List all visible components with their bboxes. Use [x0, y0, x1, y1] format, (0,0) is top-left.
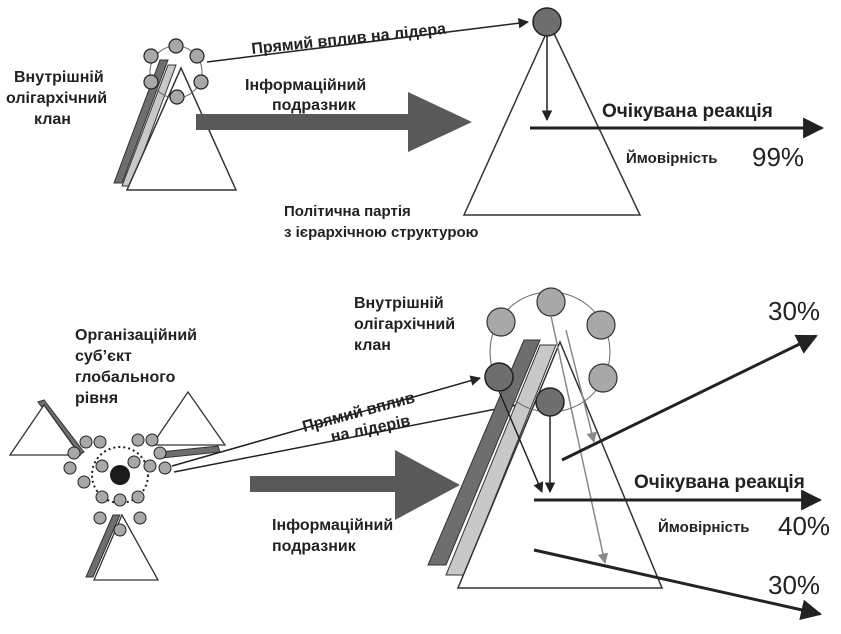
- global-node: [95, 459, 109, 473]
- global-left-triangle: [8, 403, 82, 456]
- top-probability-label: Ймовірність: [626, 149, 718, 167]
- bottom-clan-label-3: клан: [354, 337, 391, 354]
- global-subject-structure: [8, 390, 227, 581]
- top-diagram: Прямий вплив на лідера Інформаційний под…: [6, 7, 825, 241]
- global-bottom-band: [85, 514, 121, 578]
- top-clan-node: [143, 74, 159, 90]
- top-direct-influence-arrow: [206, 17, 530, 63]
- bottom-party-triangle: [456, 340, 664, 589]
- bottom-leader-arrow: [498, 390, 544, 493]
- bottom-clan-node: [588, 363, 618, 393]
- bottom-clan-node: [486, 307, 516, 337]
- bottom-probability-label: Ймовірність: [658, 518, 750, 536]
- bottom-direct-influence-arrow-2: [173, 398, 534, 473]
- global-node: [93, 511, 107, 525]
- global-right-band: [159, 445, 221, 459]
- global-node: [77, 475, 91, 489]
- bottom-clan-label-2: олігархічний: [354, 316, 455, 333]
- bottom-upper-branch-value: 30%: [768, 296, 820, 326]
- bottom-party-band-dark: [427, 339, 541, 566]
- top-party-leader-node: [532, 7, 562, 37]
- global-dotted-ring: [91, 446, 149, 504]
- bottom-upper-branch-arrow: [561, 334, 818, 462]
- bottom-expected-reaction-label: Очікувана реакція: [634, 472, 805, 493]
- global-node: [95, 490, 109, 504]
- bottom-leader-node: [535, 387, 565, 417]
- global-node: [127, 455, 141, 469]
- bottom-clan-grey-arrow: [565, 329, 597, 444]
- global-node: [63, 461, 77, 475]
- bottom-org-label-4: рівня: [75, 390, 118, 407]
- top-clan-node: [168, 38, 184, 54]
- bottom-leader-node: [484, 362, 514, 392]
- global-node: [113, 493, 127, 507]
- bottom-info-stimulus-arrow: [250, 450, 460, 520]
- top-clan-label-1: Внутрішній: [14, 69, 104, 86]
- top-probability-value: 99%: [752, 142, 804, 172]
- bottom-lower-branch-arrow: [533, 548, 823, 621]
- top-clan-label-3: клан: [34, 111, 71, 128]
- global-node: [131, 490, 145, 504]
- top-party-label-1: Політична партія: [284, 203, 411, 220]
- bottom-direct-influence-arrow-1: [171, 375, 482, 467]
- bottom-clan-node: [536, 287, 566, 317]
- bottom-org-label-2: суб’єкт: [75, 348, 132, 365]
- global-node: [79, 435, 93, 449]
- global-center-node: [110, 465, 130, 485]
- global-node: [131, 433, 145, 447]
- top-clan-pyramid: [113, 38, 238, 191]
- bottom-clan-node: [586, 310, 616, 340]
- global-node: [113, 523, 127, 537]
- global-node: [93, 435, 107, 449]
- bottom-org-label-1: Організаційний: [75, 327, 197, 344]
- bottom-clan-grey-arrow: [550, 315, 609, 565]
- top-info-stimulus-label-2: подразник: [272, 97, 357, 114]
- top-clan-band-dark: [113, 59, 169, 184]
- global-right-triangle: [150, 390, 227, 446]
- top-expected-reaction-label: Очікувана реакція: [602, 101, 773, 122]
- bottom-party-band-light: [445, 344, 557, 576]
- top-party-label-2: з ієрархічною структурою: [284, 224, 479, 241]
- top-info-stimulus-label-1: Інформаційний: [245, 77, 366, 94]
- bottom-diagram: Організаційний суб’єкт глобального рівня: [8, 287, 830, 621]
- global-bottom-triangle: [93, 513, 160, 581]
- bottom-clan-label-1: Внутрішній: [354, 295, 444, 312]
- global-node: [158, 461, 172, 475]
- top-clan-label-2: олігархічний: [6, 90, 107, 107]
- top-info-stimulus-arrow: [196, 92, 472, 152]
- top-direct-influence-label: Прямий вплив на лідера: [251, 21, 447, 58]
- bottom-org-label-3: глобального: [75, 369, 176, 386]
- top-clan-node: [169, 89, 185, 105]
- bottom-probability-value: 40%: [778, 511, 830, 541]
- top-clan-node: [189, 48, 205, 64]
- global-node: [143, 459, 157, 473]
- global-node: [153, 446, 167, 460]
- bottom-info-stimulus-label-1: Інформаційний: [272, 517, 393, 534]
- global-node: [67, 446, 81, 460]
- top-clan-node: [193, 74, 209, 90]
- top-clan-node: [143, 48, 159, 64]
- bottom-info-stimulus-label-2: подразник: [272, 538, 357, 555]
- bottom-lower-branch-value: 30%: [768, 570, 820, 600]
- global-node: [145, 433, 159, 447]
- global-node: [133, 511, 147, 525]
